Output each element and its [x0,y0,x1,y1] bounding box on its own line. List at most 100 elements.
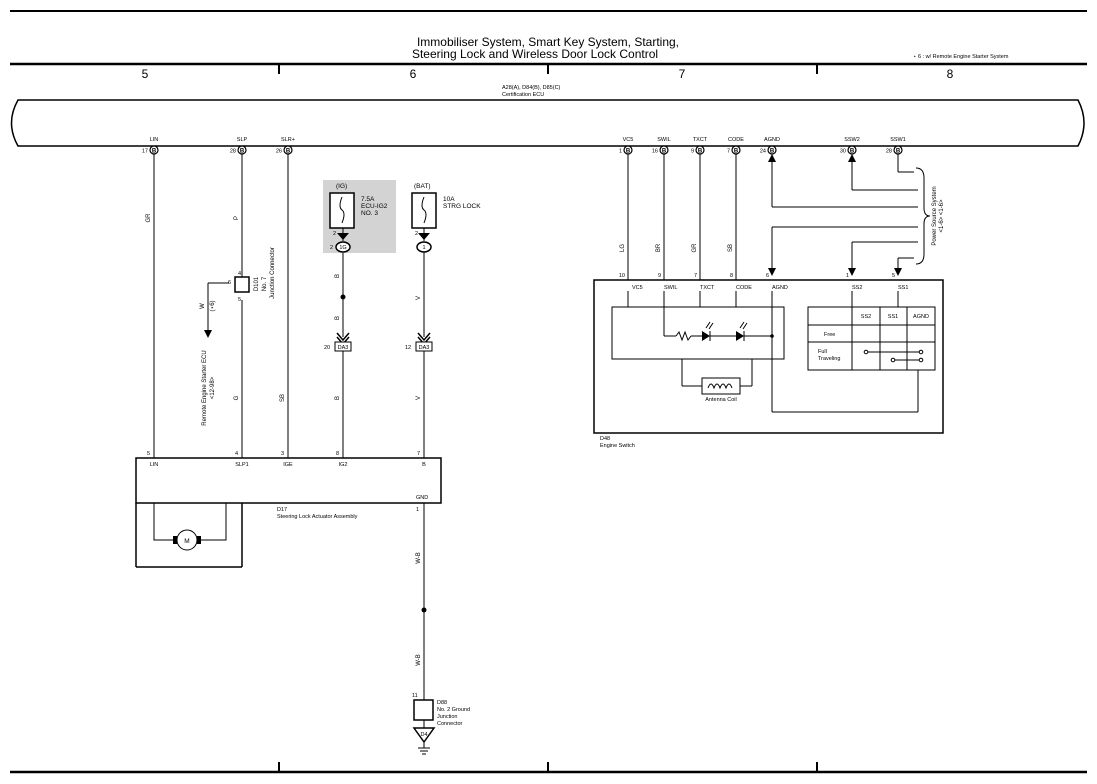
pin-name: GND [416,495,428,501]
pin-number: 28 [230,149,236,155]
pin-name: IGE [283,462,293,468]
connector-label: 1 [422,245,425,251]
component-code: D48 [600,436,610,442]
pin-number: 9 [691,149,694,155]
ecu-code: A28(A), D84(B), D85(C) [502,85,561,91]
wire-color: W-B [416,552,422,564]
pin-number: 30 [840,149,846,155]
engine-switch: Antenna Coil D48 Engine Switch SS2 SS1 A… [593,279,944,449]
wire-color: V [416,296,422,300]
column-number: 5 [142,67,149,81]
pin-name: CODE [736,285,752,291]
arrow-group [768,154,902,276]
connector-letter: B [734,149,739,155]
fuse-rating: 10A [443,196,455,203]
wire-color: SB [280,394,286,402]
ecu-pin-name: SWIL [657,137,670,143]
ecu-pin-name: TXCT [693,137,708,143]
pin-number: 1 [846,273,849,279]
wire-color: P [234,216,240,220]
pin-number: 9 [658,273,661,279]
column-number: 8 [947,67,954,81]
wire-color: B [335,396,341,400]
junction-code: D88 [437,700,447,706]
junction-name: Connector [437,721,463,727]
remote-ecu-ref: <12-98> [210,376,216,399]
wire-color: GR [146,213,152,223]
connector-letter: B [286,149,291,155]
pin-number: 6 [228,280,231,286]
connector-letter: B [850,149,855,155]
ground-junction-d88: D4 11 D88 No. 2 Ground Junction Connecto… [412,693,470,755]
ecu-pin-name: LIN [150,137,159,143]
fuse-strg-lock: (BAT) 10A STRG LOCK 2 1 [411,183,481,253]
pin-number: 3 [281,451,284,457]
ecu-pin-name: SSW2 [844,137,860,143]
junction-connector-d101: 4 6 5 D101 No. 7 Junction Connector [228,247,276,303]
junction-name: Junction Connector [270,247,276,299]
pin-name: SS2 [852,285,862,291]
connector-letter: B [240,149,245,155]
pin-number: 5 [238,297,241,303]
pin-name: AGND [772,285,788,291]
pin-number: 28 [886,149,892,155]
pin-name: B [422,462,426,468]
connector-label: 1G [339,245,346,251]
connector-letter: B [152,149,157,155]
table-header: SS1 [888,314,898,320]
pin-name: IG2 [339,462,348,468]
fuse-name: ECU-IG2 [361,203,388,210]
wire-color: W-B [416,654,422,666]
pin-number: 2 [333,231,336,237]
ecu-pin-name: AGND [764,137,780,143]
pin-number: 8 [730,273,733,279]
column-number: 6 [410,67,417,81]
steering-lock-actuator: M D17 Steering Lock Actuator Assembly GN… [135,457,442,568]
pin-number: 7 [417,451,420,457]
fuse-source: (IG) [336,183,347,190]
ecu-name: Certification ECU [502,92,544,98]
ground-label: D4 [420,732,427,738]
pin-number: 4 [235,451,238,457]
component-code: D17 [277,507,287,513]
connector-label: DA3 [338,345,349,351]
connector-letter: B [626,149,631,155]
wire-color: LG [620,244,626,252]
pin-number: 4 [238,271,241,277]
wire-color: B [335,274,341,278]
connector-da3: DA3 12 [405,332,433,352]
table-row-label: Traveling [818,356,840,362]
fuse-name: STRG LOCK [443,203,481,210]
component-name: Steering Lock Actuator Assembly [277,514,358,520]
pin-number: 1 [619,149,622,155]
pin-number: 17 [142,149,148,155]
title-note: ⋆ 6 : w/ Remote Engine Starter System [913,54,1009,60]
column-number: 7 [679,67,686,81]
pin-number: 5 [892,273,895,279]
connector-letter: B [896,149,901,155]
wire-color: G [234,395,240,400]
junction-name: No. 2 Ground [437,707,470,713]
pin-name: LIN [150,462,159,468]
fuse-rating: 7.5A [361,196,375,203]
motor-label: M [184,538,189,545]
arrow-icon [848,268,856,276]
pin-name: SWIL [664,285,677,291]
table-header: SS2 [861,314,871,320]
pin-number: 20 [324,345,330,351]
connector-letter: B [770,149,775,155]
pin-number: 12 [405,345,411,351]
ecu-pin-name: VC5 [623,137,634,143]
pin-number: 1 [416,507,419,513]
power-source-label: Power Source System [932,186,938,245]
connector-label: DA3 [419,345,430,351]
title-line1: Immobiliser System, Smart Key System, St… [417,35,679,49]
title-line2: Steering Lock and Wireless Door Lock Con… [412,47,658,61]
ecu-pin-name: SSW1 [890,137,906,143]
pin-number: 11 [412,693,418,699]
ecu-pin-name: SLR+ [281,137,295,143]
arrow-icon [768,154,776,162]
arrow-icon [768,268,776,276]
